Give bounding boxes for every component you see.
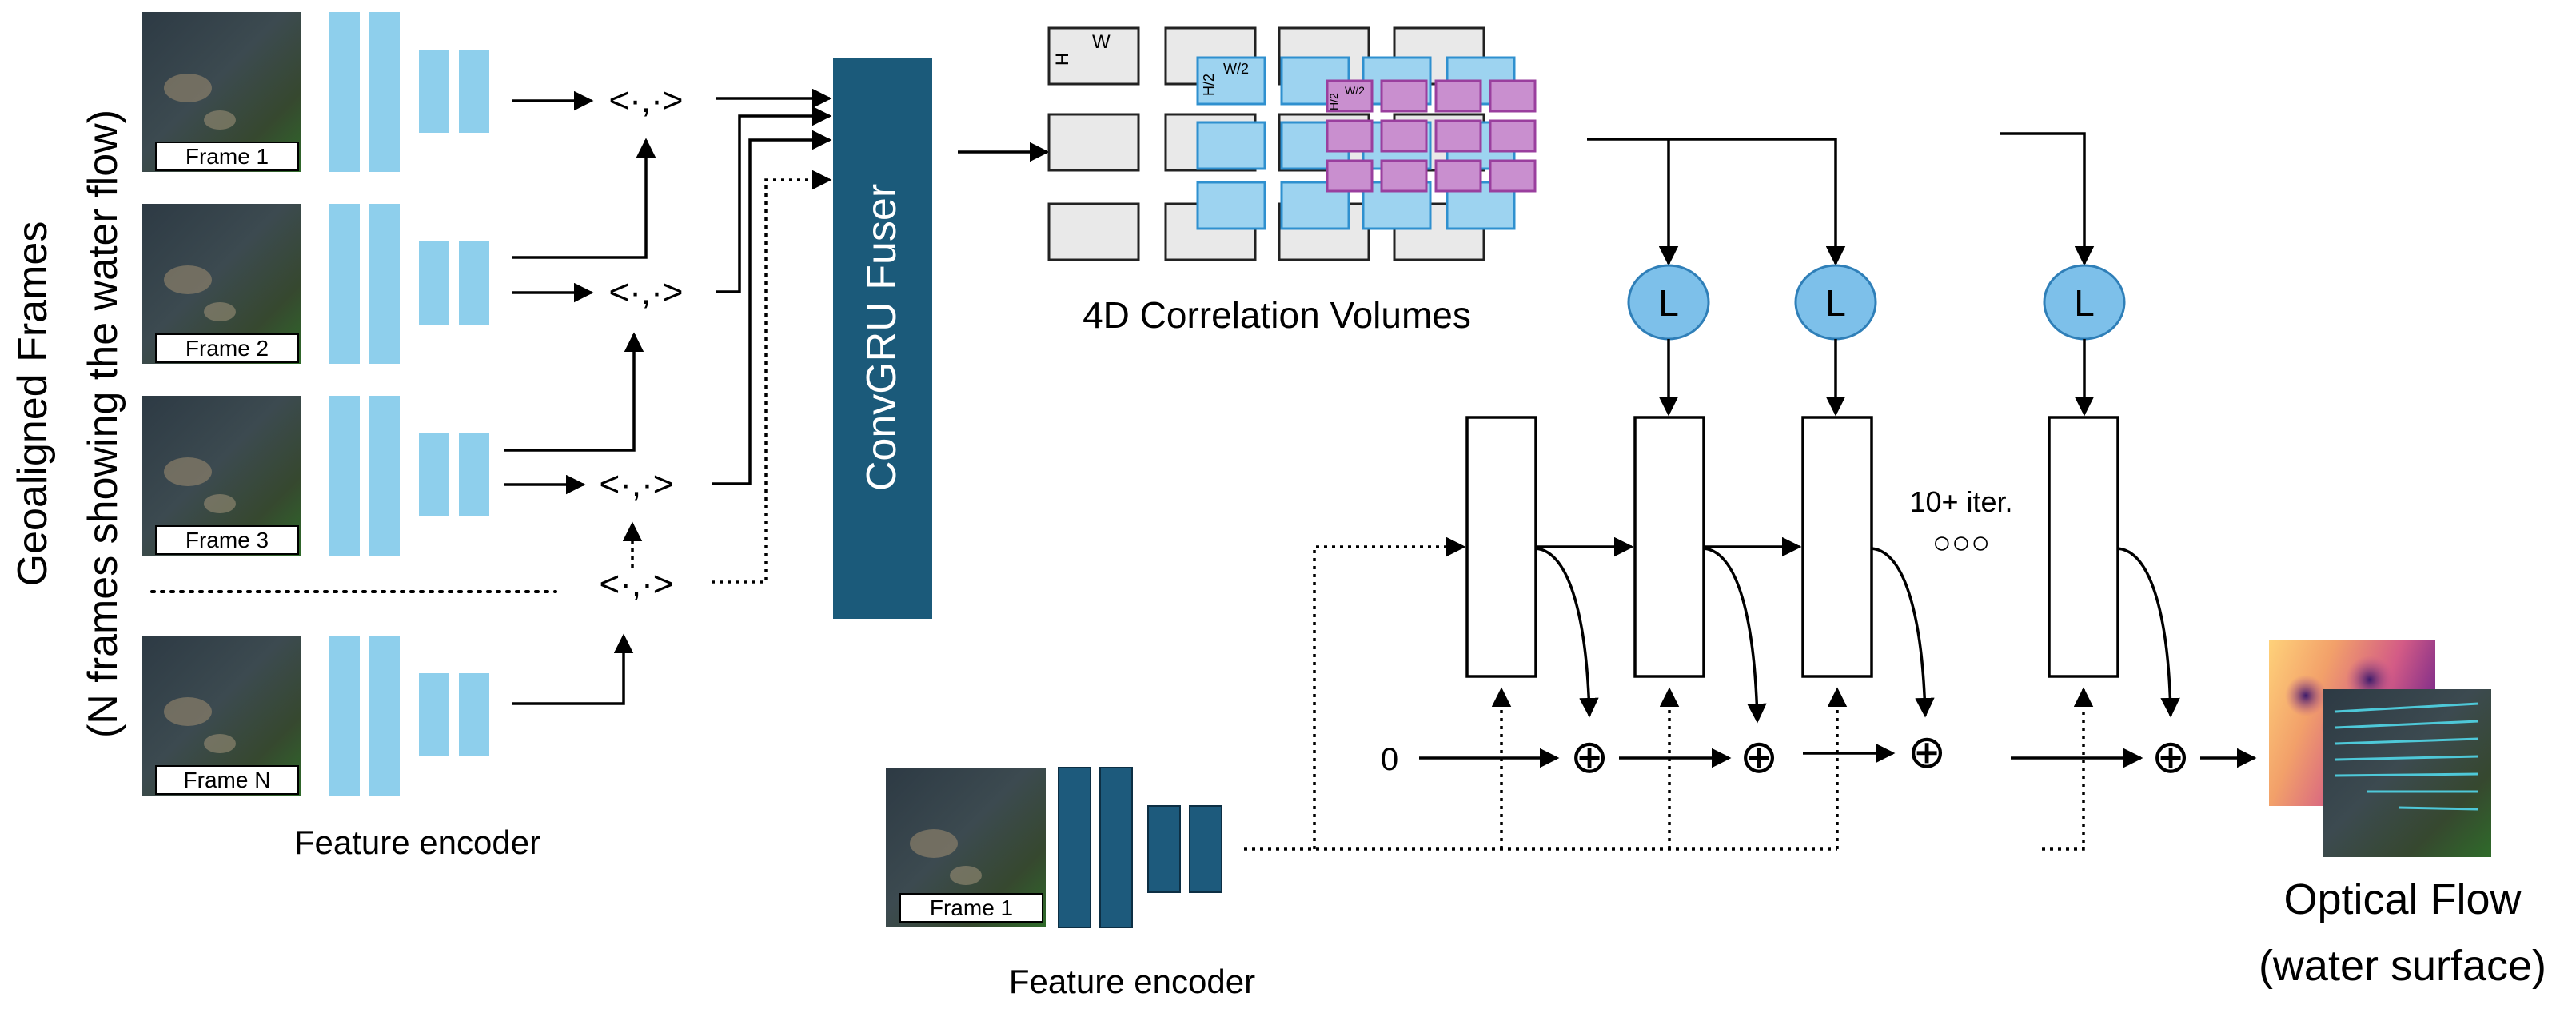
side-title-line1: Geoaligned Frames <box>10 221 56 587</box>
correlation-symbol-1: <·,·> <box>609 81 684 120</box>
update-block-2 <box>1633 416 1705 678</box>
update-block-4 <box>2048 416 2119 678</box>
correlation-symbol-n: <·,·> <box>600 564 674 604</box>
correlation-symbol-3: <·,·> <box>600 465 674 504</box>
volume-h2-label: H/2 <box>1201 74 1217 96</box>
volume-to-lookup-arrows <box>1587 132 2095 266</box>
side-title-line2: (N frames showing the water flow) <box>80 110 126 738</box>
context-feature-lines <box>1244 536 2094 851</box>
encoder-stack-n <box>329 636 489 796</box>
iterations-ellipsis: ○○○ <box>1932 525 1990 560</box>
lookup-operator-3: L <box>2043 264 2126 341</box>
frame-label: Frame 1 <box>185 144 269 169</box>
encoder-to-correlation-arrows <box>504 90 656 705</box>
feature-encoder-left <box>329 12 489 796</box>
input-frame-3: Frame 3 <box>142 396 301 556</box>
plus-operator-2: ⊕ <box>1740 731 1779 783</box>
delta-flow-curves <box>1535 547 2180 724</box>
optical-flow-output <box>2269 640 2491 857</box>
encoder-stack-2 <box>329 204 489 364</box>
convgru-fuser-block: ConvGRU Fuser <box>833 58 932 619</box>
volume-w2-label: W/2 <box>1223 61 1249 77</box>
input-frame-n: Frame N <box>142 636 301 796</box>
frame-label: Frame 3 <box>185 528 269 552</box>
update-block-3 <box>1801 416 1873 678</box>
iterations-label: 10+ iter. <box>1909 485 2012 518</box>
input-frame-2: Frame 2 <box>142 204 301 364</box>
output-title-line2: (water surface) <box>2259 942 2546 990</box>
encoder-stack-1 <box>329 12 489 172</box>
lookup-label: L <box>2074 282 2095 324</box>
lookup-label: L <box>1825 282 1846 324</box>
input-frame-1: Frame 1 <box>142 12 301 172</box>
feature-encoder-bottom <box>1058 767 1222 928</box>
correlation-volumes-title: 4D Correlation Volumes <box>1083 294 1471 336</box>
reference-frame: Frame 1 <box>886 768 1046 927</box>
feature-encoder-left-label: Feature encoder <box>294 824 540 861</box>
correlation-to-fuser-arrows <box>712 88 832 584</box>
plus-operator-3: ⊕ <box>1908 726 1947 778</box>
update-blocks <box>1465 416 2119 678</box>
initial-flow-zero: 0 <box>1381 742 1398 777</box>
plus-operator-1: ⊕ <box>1570 731 1609 783</box>
lookup-to-update-arrows <box>1658 339 2095 417</box>
lookup-operator-1: L <box>1627 264 1710 341</box>
lookup-operator-2: L <box>1794 264 1877 341</box>
volume-h4-label: H/2 <box>1327 93 1340 110</box>
volume-w-label: W <box>1092 31 1111 53</box>
lookup-label: L <box>1658 282 1679 324</box>
frame-label: Frame 2 <box>185 336 269 361</box>
volumes-magenta-layer <box>1326 79 1537 193</box>
encoder-stack-3 <box>329 396 489 556</box>
correlation-symbol-2: <·,·> <box>609 273 684 312</box>
flow-accumulation-arrows <box>1419 743 2257 768</box>
frame-label: Frame 1 <box>930 895 1013 920</box>
frame-label: Frame N <box>184 768 271 792</box>
volume-w4-label: W/2 <box>1345 84 1365 97</box>
convgru-fuser-label: ConvGRU Fuser <box>859 184 905 491</box>
flow-vectors <box>2334 702 2479 811</box>
volume-h-label: H <box>1052 53 1072 66</box>
output-title-line1: Optical Flow <box>2283 875 2522 923</box>
update-block-1 <box>1465 416 1537 678</box>
feature-encoder-bottom-label: Feature encoder <box>1009 963 1255 1000</box>
correlation-volumes: H W H/2 W/2 <box>1047 26 1537 261</box>
plus-operator-4: ⊕ <box>2151 731 2191 783</box>
